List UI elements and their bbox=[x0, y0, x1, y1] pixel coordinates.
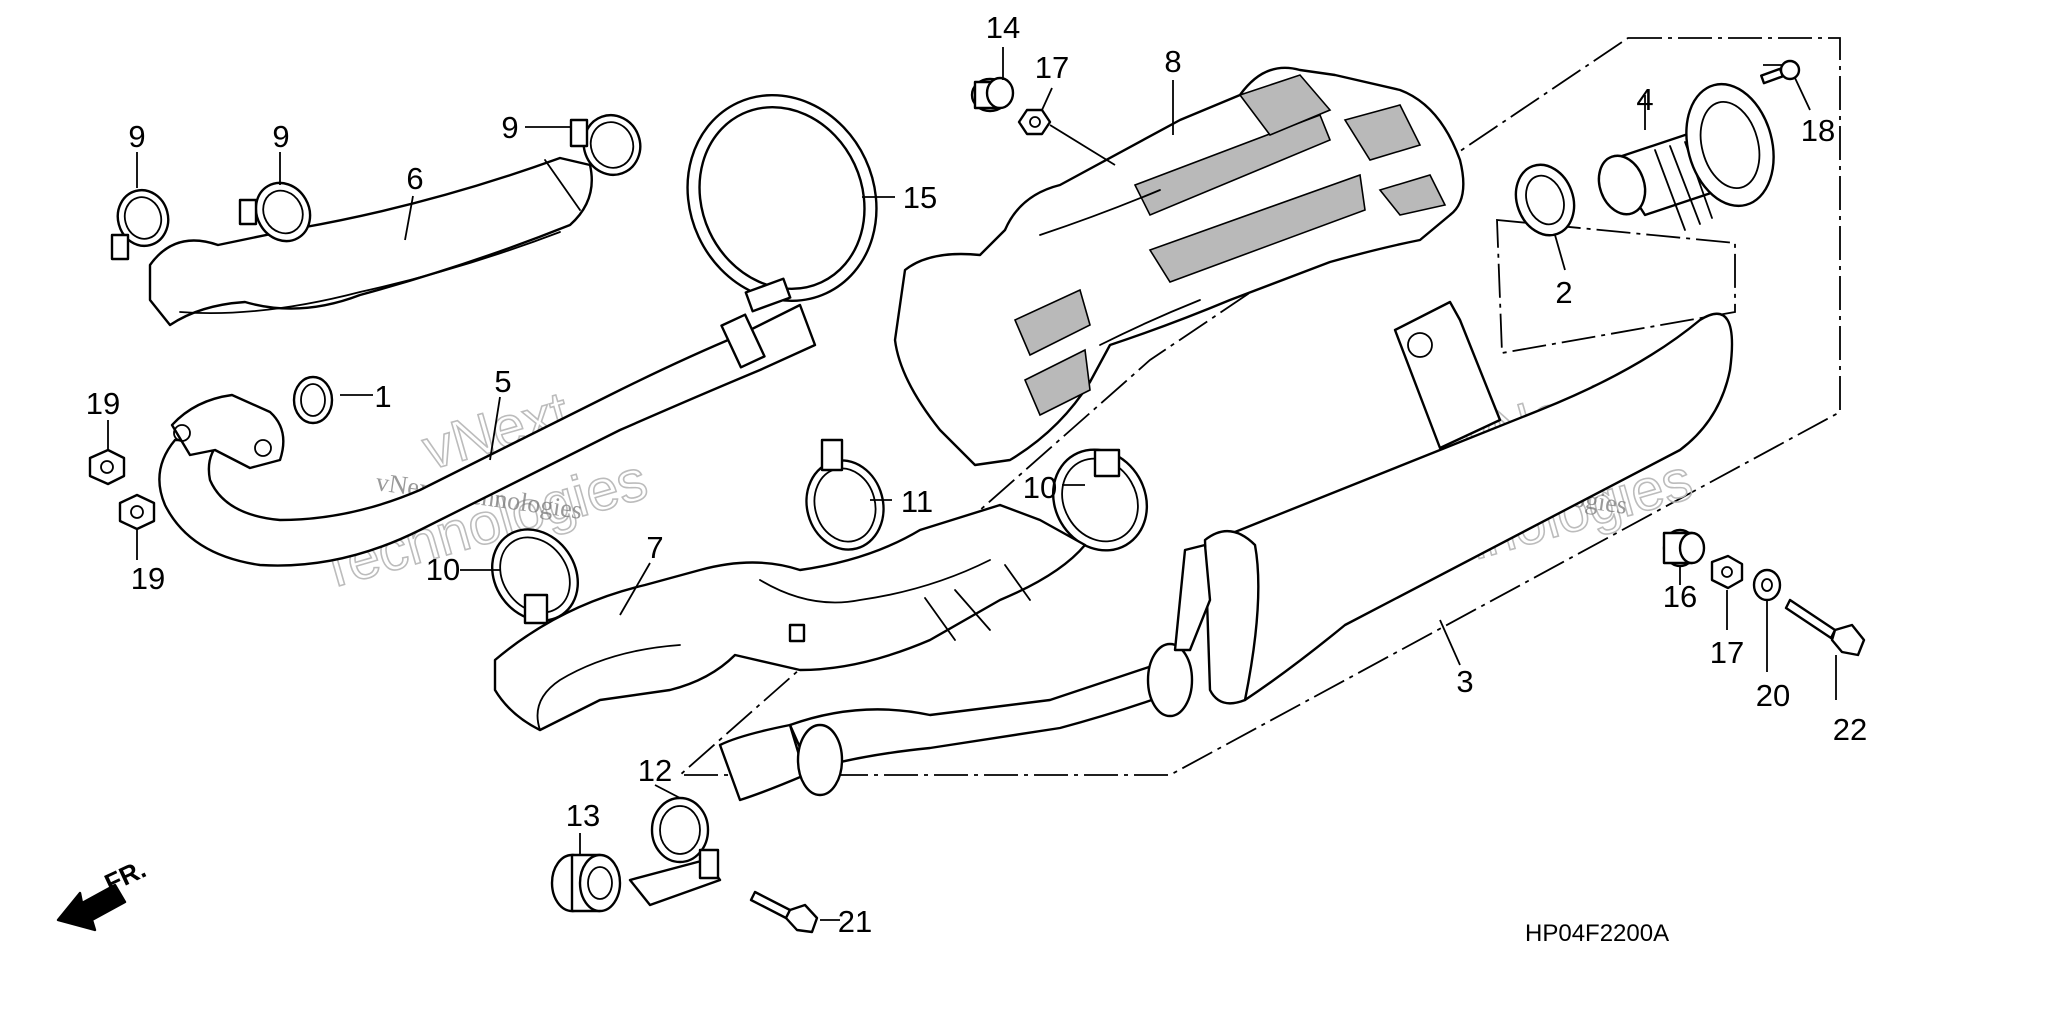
part-9-band-clamp-a[interactable] bbox=[110, 184, 175, 261]
leader-lines bbox=[107, 47, 1837, 921]
part-12-muffler-stay[interactable] bbox=[628, 796, 722, 907]
part-16-collar[interactable] bbox=[1662, 528, 1706, 568]
callout-12: 12 bbox=[638, 753, 672, 788]
callout-6: 6 bbox=[406, 161, 423, 196]
callout-22: 22 bbox=[1833, 712, 1867, 747]
callout-19: 19 bbox=[131, 561, 165, 596]
callout-7: 7 bbox=[646, 530, 663, 565]
part-11-band-clamp[interactable] bbox=[797, 438, 894, 558]
callout-1: 1 bbox=[374, 379, 391, 414]
part-8-muffler-cover[interactable] bbox=[893, 66, 1465, 467]
part-19-nut-a[interactable] bbox=[88, 448, 126, 486]
part-7-heat-protector[interactable] bbox=[493, 503, 1087, 732]
callout-20: 20 bbox=[1756, 678, 1790, 713]
front-direction-arrow: FR. bbox=[56, 854, 151, 932]
part-5-exhaust-pipe[interactable] bbox=[158, 303, 817, 567]
part-20-washer[interactable] bbox=[1752, 568, 1782, 602]
callout-5: 5 bbox=[494, 364, 511, 399]
part-6-exhaust-pipe-protector[interactable] bbox=[148, 156, 593, 327]
part-18-bolt[interactable] bbox=[1760, 59, 1801, 85]
callout-17: 17 bbox=[1035, 50, 1069, 85]
callout-9: 9 bbox=[272, 119, 289, 154]
part-17-nut-upper[interactable] bbox=[1017, 108, 1052, 136]
callout-4: 4 bbox=[1636, 82, 1653, 117]
part-13-mount-rubber[interactable] bbox=[550, 853, 622, 913]
callout-10: 10 bbox=[1023, 470, 1057, 505]
callout-10: 10 bbox=[426, 552, 460, 587]
part-3-muffler[interactable] bbox=[718, 300, 1734, 802]
callout-11: 11 bbox=[901, 484, 933, 519]
callout-numbers: 9 9 9 6 14 17 8 4 18 2 15 1 5 19 19 11 1… bbox=[86, 10, 1867, 939]
part-9-band-clamp-c[interactable] bbox=[569, 107, 649, 183]
callout-18: 18 bbox=[1801, 113, 1835, 148]
part-17-nut-lower[interactable] bbox=[1710, 554, 1744, 590]
part-9-band-clamp-b[interactable] bbox=[238, 173, 321, 251]
part-4-spark-arrester[interactable] bbox=[1591, 74, 1787, 231]
callout-13: 13 bbox=[566, 798, 600, 833]
group-outline-spark-arrester bbox=[1496, 219, 1736, 355]
part-21-bolt[interactable] bbox=[749, 890, 819, 934]
callout-16: 16 bbox=[1663, 579, 1697, 614]
callout-15: 15 bbox=[903, 180, 937, 215]
callout-9: 9 bbox=[128, 119, 145, 154]
callout-21: 21 bbox=[838, 904, 872, 939]
callout-2: 2 bbox=[1555, 275, 1572, 310]
callout-3: 3 bbox=[1456, 664, 1473, 699]
part-10-band-clamp-b[interactable] bbox=[1035, 432, 1165, 567]
part-15-heat-protector-band[interactable] bbox=[654, 64, 910, 332]
callout-8: 8 bbox=[1164, 44, 1181, 79]
part-22-bolt[interactable] bbox=[1784, 598, 1866, 657]
diagram-code: HP04F2200A bbox=[1525, 920, 1669, 947]
part-1-gasket[interactable] bbox=[292, 375, 334, 425]
part-14-collar[interactable] bbox=[970, 76, 1015, 113]
group-outline-muffler bbox=[677, 37, 1841, 776]
callout-19: 19 bbox=[86, 386, 120, 421]
callout-14: 14 bbox=[986, 10, 1020, 45]
callout-9: 9 bbox=[501, 110, 518, 145]
callout-17: 17 bbox=[1710, 635, 1744, 670]
part-19-nut-b[interactable] bbox=[118, 493, 156, 531]
part-2-gasket[interactable] bbox=[1506, 157, 1583, 244]
